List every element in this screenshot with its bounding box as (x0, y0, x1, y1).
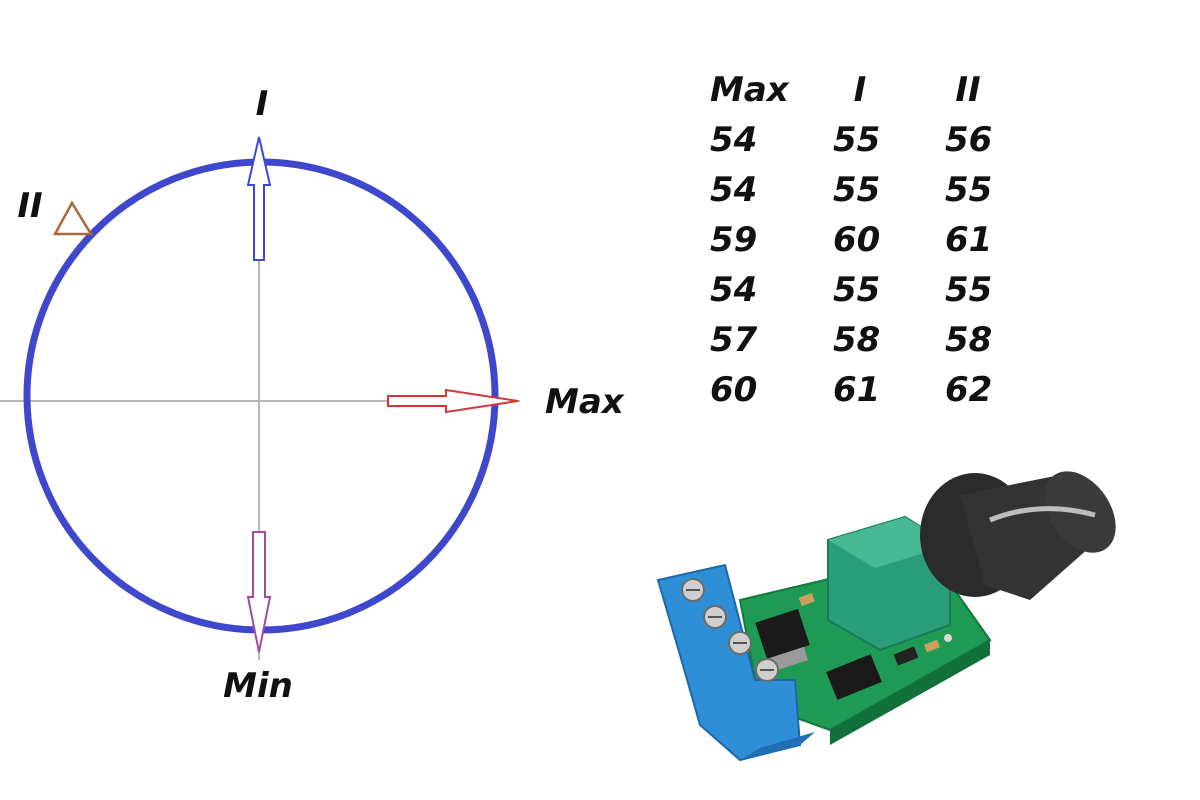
table-cell: 60 (710, 370, 757, 410)
mosfet-chip (755, 608, 810, 659)
terminal-screws (681, 578, 779, 682)
table-cell: 58 (833, 320, 880, 360)
pcb-edge (830, 640, 990, 745)
table-cell: 59 (710, 220, 757, 260)
table-cell: 55 (945, 170, 992, 210)
knob-highlight (989, 506, 1096, 523)
table-cell: 57 (710, 320, 758, 360)
table-cell: 58 (945, 320, 992, 360)
label-max: Max (545, 382, 625, 422)
table-cell: 60 (833, 220, 880, 260)
table-cell: 55 (833, 120, 880, 160)
pwm-module-photo (656, 471, 1116, 762)
label-position-ii: II (17, 186, 42, 226)
table-cell: 61 (945, 220, 992, 260)
table-cell: 54 (710, 170, 757, 210)
table-cell: 56 (945, 120, 992, 160)
arrow-max (387, 388, 519, 414)
table-header: I (854, 70, 867, 110)
table-cell: 55 (833, 270, 880, 310)
pcb-pad (944, 634, 952, 642)
marker-position-ii-icon (52, 200, 94, 236)
terminal-block-shadow (740, 732, 815, 760)
table-header: II (955, 70, 980, 110)
resistor-smd (924, 639, 940, 653)
table-cell: 54 (710, 270, 757, 310)
table-header: Max (710, 70, 790, 110)
arrow-position-i (246, 136, 272, 261)
table-cell: 55 (945, 270, 992, 310)
ic-chip (826, 654, 882, 700)
label-min: Min (223, 666, 293, 706)
table-cell: 54 (710, 120, 757, 160)
dial-diagram: I II Max Min (0, 84, 625, 706)
table-cell: 55 (833, 170, 880, 210)
table-cell: 62 (945, 370, 992, 410)
arrow-min (246, 531, 272, 653)
diode-smd (893, 646, 919, 666)
potentiometer-top (828, 517, 950, 568)
resistor-smd-2 (798, 592, 815, 607)
table-cell: 61 (833, 370, 880, 410)
label-position-i: I (256, 84, 269, 124)
